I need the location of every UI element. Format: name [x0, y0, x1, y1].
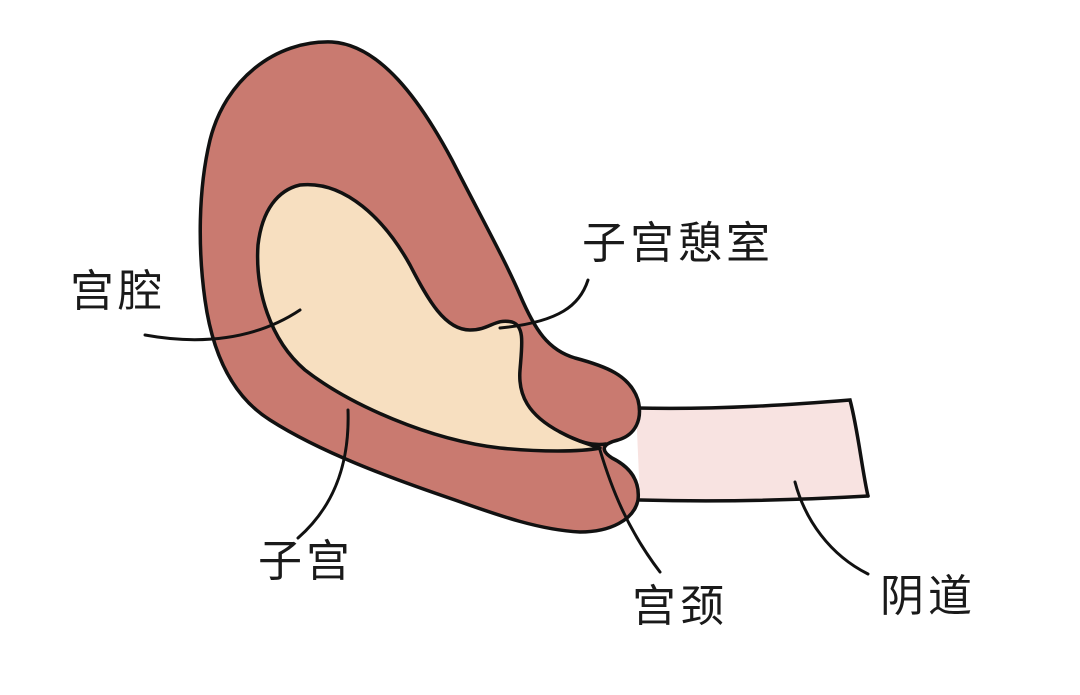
leader-line-cavity — [143, 308, 302, 342]
vagina-shape — [636, 400, 868, 501]
label-uterine-polyp: 子宫憩室 — [582, 218, 774, 269]
leader-line-vagina — [793, 480, 870, 576]
vagina-outline-top — [634, 398, 870, 498]
vagina-outline-bottom — [638, 494, 870, 503]
label-vagina: 阴道 — [880, 571, 976, 622]
label-uterine-cavity: 宫腔 — [70, 266, 166, 317]
label-uterus: 子宫 — [258, 536, 354, 587]
label-cervix: 宫颈 — [632, 581, 728, 632]
leader-line-uterus — [296, 408, 350, 540]
cervical-canal-line — [558, 430, 608, 447]
leader-line-cervix — [598, 448, 662, 574]
leader-line-polyp — [498, 278, 590, 330]
